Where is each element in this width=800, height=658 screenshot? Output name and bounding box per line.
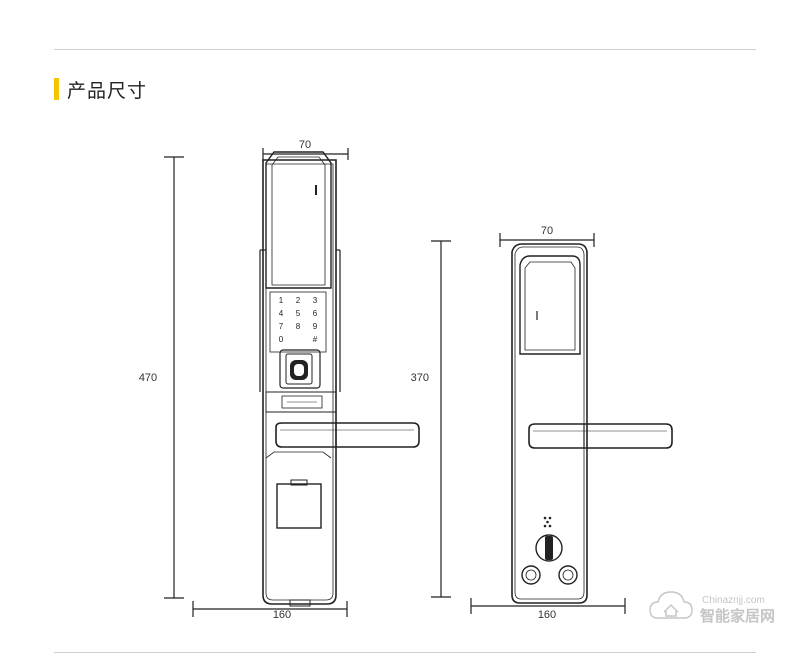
back-width-dimension (499, 233, 595, 247)
front-display-strip (265, 391, 337, 413)
back-height-dimension (431, 240, 451, 598)
fingerprint-sensor (279, 349, 321, 389)
watermark-name: 智能家居网 (700, 607, 775, 625)
heading-accent-bar (54, 78, 59, 100)
cloud-house-icon (649, 591, 693, 619)
thumb-turn-knob (535, 534, 563, 562)
front-width-label: 70 (299, 139, 311, 151)
front-handle (275, 422, 420, 448)
top-divider (54, 49, 756, 50)
watermark-url: Chinaznjj.com (702, 595, 765, 606)
keypad-keys: 1 2 3 4 5 6 7 8 9 0 # (279, 296, 318, 344)
keypad-panel (269, 291, 327, 353)
keypad-key: 8 (296, 322, 301, 331)
front-height-label: 470 (139, 372, 157, 384)
keypad-key: 7 (279, 322, 284, 331)
battery-cover (519, 255, 581, 355)
watermark: Chinaznjj.com 智能家居网 (649, 591, 775, 625)
keypad-key: 2 (296, 296, 301, 305)
front-lower-panel (265, 451, 332, 459)
back-width-label: 70 (541, 225, 553, 237)
keypad-key: # (313, 335, 318, 344)
back-height-label: 370 (411, 372, 429, 384)
keypad-key: 0 (279, 335, 284, 344)
back-base-label: 160 (538, 609, 556, 621)
section-title: 产品尺寸 (67, 80, 148, 102)
back-button-right (558, 565, 578, 585)
keypad-key: 3 (313, 296, 318, 305)
front-bottom-clip (289, 599, 311, 607)
keypad-key: 1 (279, 296, 284, 305)
keypad-key: 4 (279, 309, 284, 318)
keypad-key: 9 (313, 322, 318, 331)
back-handle (528, 423, 673, 449)
back-button-left (521, 565, 541, 585)
front-lock-body (259, 151, 341, 605)
front-base-label: 160 (273, 609, 291, 621)
front-height-dimension (164, 156, 184, 599)
bottom-divider (54, 652, 756, 653)
back-base-dimension (470, 598, 626, 614)
back-lock-body (511, 243, 588, 604)
section-heading: 产品尺寸 (54, 77, 148, 102)
speaker-dots (543, 516, 552, 528)
keypad-key: 6 (313, 309, 318, 318)
front-width-dimension (262, 148, 349, 160)
key-cover (276, 479, 322, 529)
front-base-dimension (192, 601, 348, 617)
keypad-key: 5 (296, 309, 301, 318)
